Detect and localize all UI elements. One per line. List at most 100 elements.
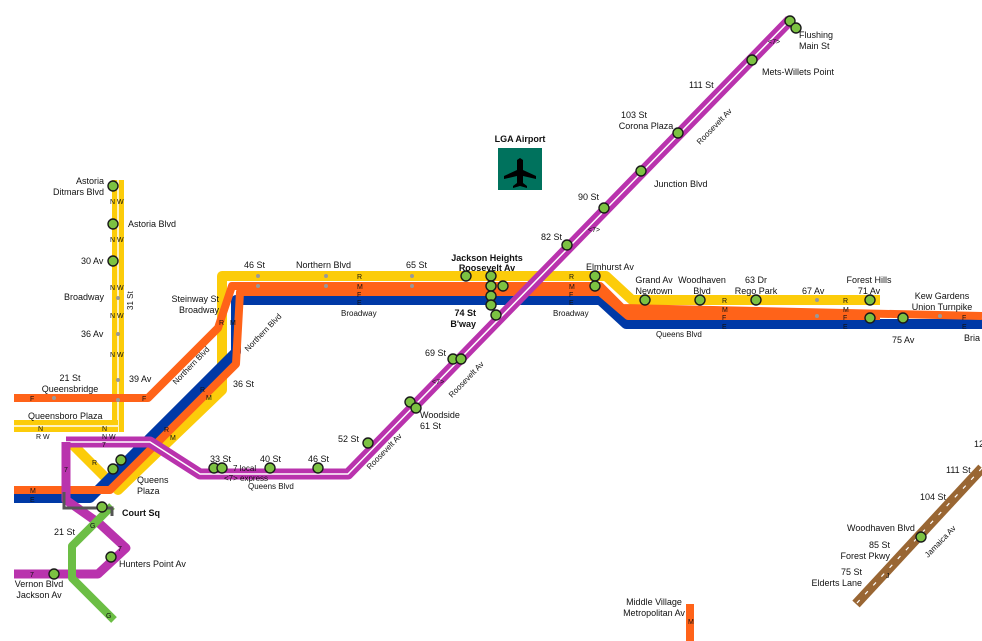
station-dot-queensboro-b[interactable] bbox=[107, 463, 119, 475]
station-dot-elmhurst-a[interactable] bbox=[589, 270, 601, 282]
station-dot-flushing-a[interactable] bbox=[784, 15, 796, 27]
lga-airport-badge[interactable]: LGA Airport bbox=[495, 134, 546, 190]
svg-text:N W: N W bbox=[102, 434, 116, 441]
station-dot-40st[interactable] bbox=[264, 462, 276, 474]
svg-text:R: R bbox=[92, 460, 97, 467]
queens-blvd-line-e bbox=[14, 295, 982, 503]
label-northern-blvd-st: Northern Blvd bbox=[296, 260, 351, 270]
label-46st-r: 46 St bbox=[244, 260, 266, 270]
svg-text:G: G bbox=[90, 523, 95, 530]
station-dots bbox=[48, 15, 927, 580]
label-82st: 82 St bbox=[541, 232, 563, 242]
street-queens-blvd-2: Queens Blvd bbox=[248, 482, 294, 491]
street-queens-blvd-1: Queens Blvd bbox=[656, 330, 702, 339]
svg-text:J: J bbox=[886, 573, 890, 580]
svg-text:R: R bbox=[722, 298, 727, 305]
station-dot-queensboro-a[interactable] bbox=[115, 454, 127, 466]
svg-text:F: F bbox=[142, 396, 146, 403]
station-dot-forest-hills-a[interactable] bbox=[864, 294, 876, 306]
station-dot-82st[interactable] bbox=[561, 239, 573, 251]
station-dot-46st-7[interactable] bbox=[312, 462, 324, 474]
svg-text:F: F bbox=[962, 315, 966, 322]
svg-text:R W: R W bbox=[36, 434, 50, 441]
svg-text:M: M bbox=[230, 320, 236, 327]
label-mets-willets: Mets-Willets Point bbox=[762, 67, 835, 77]
station-dot-woodhaven-qb[interactable] bbox=[694, 294, 706, 306]
station-dot-astoria-blvd[interactable] bbox=[107, 218, 119, 230]
station-dot-69st-b[interactable] bbox=[455, 353, 467, 365]
station-dot-103st[interactable] bbox=[672, 127, 684, 139]
label-30av: 30 Av bbox=[81, 256, 104, 266]
svg-text:N: N bbox=[102, 426, 107, 433]
svg-text:R: R bbox=[357, 274, 362, 281]
station-dot-33st-b[interactable] bbox=[216, 462, 228, 474]
station-dot-jh-5[interactable] bbox=[485, 299, 497, 311]
station-dot-jackson-heights[interactable] bbox=[460, 270, 472, 282]
svg-text:<7>: <7> bbox=[588, 227, 600, 234]
station-dot-court-sq[interactable] bbox=[96, 501, 108, 513]
station-dot-woodhaven-j[interactable] bbox=[915, 531, 927, 543]
station-dot-74st[interactable] bbox=[490, 309, 502, 321]
label-52st: 52 St bbox=[338, 434, 360, 444]
svg-text:R: R bbox=[219, 320, 224, 327]
label-69st: 69 St bbox=[425, 348, 447, 358]
svg-text:G: G bbox=[106, 613, 111, 620]
station-dot-kew-gardens[interactable] bbox=[897, 312, 909, 324]
station-dot-30av[interactable] bbox=[107, 255, 119, 267]
svg-text:R: R bbox=[843, 298, 848, 305]
station-dot-hunters-point[interactable] bbox=[105, 551, 117, 563]
station-dot-vernon[interactable] bbox=[48, 568, 60, 580]
station-dot-ditmars[interactable] bbox=[107, 180, 119, 192]
svg-text:7: 7 bbox=[102, 442, 106, 449]
label-46st-7: 46 St bbox=[308, 454, 330, 464]
station-dot-63dr[interactable] bbox=[750, 294, 762, 306]
flushing-line-7 bbox=[14, 16, 794, 579]
label-65st: 65 St bbox=[406, 260, 428, 270]
station-dot-mets[interactable] bbox=[746, 54, 758, 66]
station-dot-woodside-b[interactable] bbox=[410, 402, 422, 414]
svg-text:E: E bbox=[569, 300, 574, 307]
svg-text:F: F bbox=[569, 292, 573, 299]
svg-text:N: N bbox=[38, 426, 43, 433]
label-111st-7: 111 St bbox=[689, 80, 714, 90]
svg-text:M: M bbox=[30, 488, 36, 495]
label-7-local: 7 local bbox=[233, 464, 256, 473]
svg-text:M: M bbox=[357, 284, 363, 291]
station-dot-junction[interactable] bbox=[635, 165, 647, 177]
label-21st-g: 21 St bbox=[54, 527, 76, 537]
label-67av: 67 Av bbox=[802, 286, 825, 296]
station-dot-jh-3[interactable] bbox=[497, 280, 509, 292]
svg-text:N W: N W bbox=[110, 285, 124, 292]
label-75av: 75 Av bbox=[892, 335, 915, 345]
airplane-icon bbox=[504, 158, 536, 188]
station-dot-flushing-b[interactable] bbox=[790, 22, 802, 34]
svg-text:F: F bbox=[722, 315, 726, 322]
svg-text:M: M bbox=[569, 284, 575, 291]
station-dot-grand-av[interactable] bbox=[639, 294, 651, 306]
svg-text:N W: N W bbox=[110, 237, 124, 244]
station-dot-forest-hills-b[interactable] bbox=[864, 312, 876, 324]
label-7-express: <7> express bbox=[224, 474, 268, 483]
station-dot-jh-2[interactable] bbox=[485, 280, 497, 292]
svg-text:M: M bbox=[843, 307, 849, 314]
svg-text:7: 7 bbox=[118, 546, 122, 553]
station-dot-52st[interactable] bbox=[362, 437, 374, 449]
label-elmhurst: Elmhurst Av bbox=[586, 262, 634, 272]
station-dot-90st[interactable] bbox=[598, 202, 610, 214]
label-40st: 40 St bbox=[260, 454, 282, 464]
station-dot-elmhurst-b[interactable] bbox=[589, 280, 601, 292]
svg-text:M: M bbox=[170, 435, 176, 442]
label-111st-j: 111 St bbox=[946, 465, 971, 475]
label-briarwood: Bria bbox=[964, 333, 980, 343]
svg-text:R: R bbox=[569, 274, 574, 281]
svg-text:R: R bbox=[164, 427, 169, 434]
